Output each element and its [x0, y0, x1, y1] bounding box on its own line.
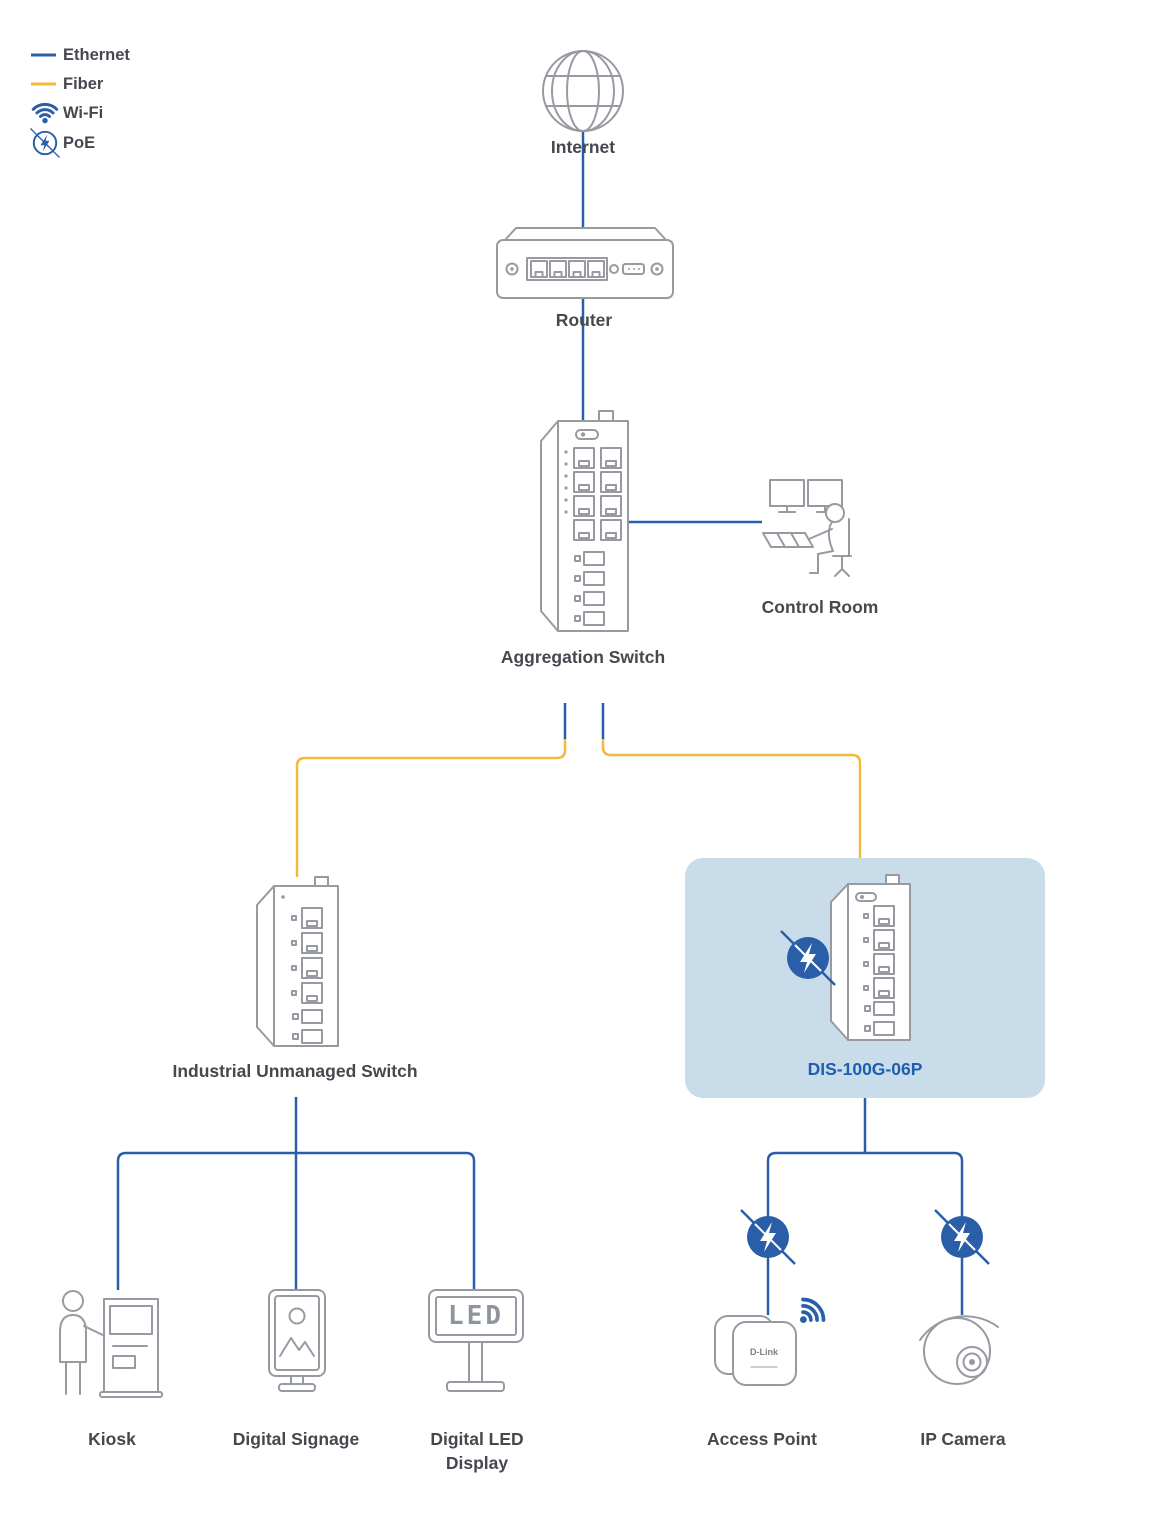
ethernet-links-ap-camera	[766, 1151, 964, 1315]
internet-label: Internet	[550, 137, 616, 157]
dome-camera-icon	[919, 1315, 999, 1385]
industrial-switch-icon	[256, 876, 339, 1047]
kiosk-label: Kiosk	[88, 1429, 136, 1449]
access-point-label: Access Point	[707, 1429, 817, 1449]
aggregation-switch-label: Aggregation Switch	[500, 647, 666, 667]
ip-camera-label: IP Camera	[920, 1429, 1006, 1449]
industrial-switch-label: Industrial Unmanaged Switch	[172, 1061, 418, 1081]
signage-icon	[268, 1289, 326, 1392]
fiber-link-aggswitch-industrialswitch	[295, 739, 567, 877]
legend-fiber-label: Fiber	[63, 75, 104, 93]
digital-led-display-label: Digital LED Display	[430, 1429, 524, 1473]
router-label: Router	[555, 310, 613, 330]
aggregation-switch-icon	[540, 410, 629, 632]
operator-person-icon	[808, 503, 852, 577]
legend-poe-label: PoE	[63, 134, 96, 152]
access-point-icon	[714, 1315, 797, 1386]
kiosk-terminal-icon	[99, 1298, 163, 1398]
keyboard-icon	[762, 532, 814, 548]
ethernet-links-kiosk-leddisplay	[116, 1151, 476, 1290]
digital-signage-label: Digital Signage	[232, 1429, 360, 1449]
globe-icon	[542, 50, 624, 132]
dis-switch-label: DIS-100G-06P	[807, 1059, 923, 1079]
legend-wifi-label: Wi-Fi	[63, 104, 104, 122]
kiosk-icon	[59, 1290, 163, 1398]
monitor-icon	[769, 479, 805, 507]
legend-ethernet-label: Ethernet	[63, 46, 130, 64]
poe-badge-ap-icon	[739, 1208, 797, 1266]
legend-wifi-icon	[31, 102, 59, 125]
led-display-icon	[428, 1289, 524, 1392]
control-room-label: Control Room	[761, 597, 879, 617]
fiber-link-aggswitch-disswitch	[601, 739, 862, 858]
wifi-signal-icon	[788, 1293, 830, 1335]
legend-poe-icon	[29, 127, 61, 159]
monitor-icon	[807, 479, 843, 507]
operator-workstation-icon	[762, 479, 852, 577]
router-icon	[496, 227, 674, 299]
industrial-poe-switch-icon	[830, 874, 911, 1041]
access-point-brand-text: D-Link	[750, 1347, 778, 1357]
led-display-text: LED	[448, 1301, 504, 1331]
person-icon	[59, 1290, 108, 1395]
poe-badge-camera-icon	[933, 1208, 991, 1266]
